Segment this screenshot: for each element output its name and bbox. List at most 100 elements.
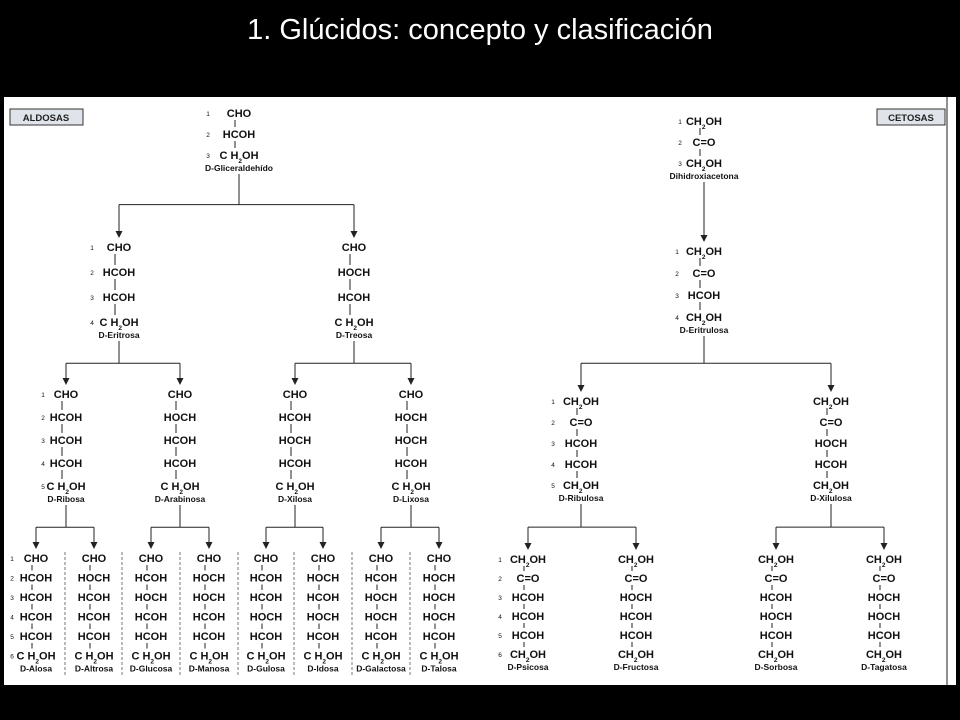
group-eritrulosa-2: C=O <box>693 268 716 280</box>
group-sorbosa-1: CH2OH <box>758 554 794 569</box>
aldosas-label: ALDOSAS <box>9 108 84 126</box>
molecule-name-xilosa: D-Xilosa <box>278 494 312 504</box>
group-xilulosa-2: C=O <box>820 417 843 429</box>
group-galactosa-2: HCOH <box>365 573 397 585</box>
carbon-number: 2 <box>675 271 679 278</box>
group-gulosa-6: C H2OH <box>246 651 285 666</box>
group-xilulosa-5: CH2OH <box>813 480 849 495</box>
molecule-name-fructosa: D-Fructosa <box>614 662 659 672</box>
group-ribosa-1: CHO <box>54 389 79 401</box>
group-sorbosa-3: HCOH <box>760 592 792 604</box>
carbon-number: 4 <box>10 615 14 622</box>
group-ribosa-3: HCOH <box>50 435 82 447</box>
molecule-name-eritrosa: D-Eritrosa <box>98 330 139 340</box>
molecule-name-eritrulosa: D-Eritrulosa <box>680 325 729 335</box>
group-ribulosa-2: C=O <box>570 417 593 429</box>
group-ribosa-5: C H2OH <box>46 481 85 496</box>
group-sorbosa-4: HOCH <box>760 611 792 623</box>
group-altrosa-1: CHO <box>82 553 107 565</box>
group-ribulosa-5: CH2OH <box>563 480 599 495</box>
group-xilosa-2: HCOH <box>279 412 311 424</box>
molecule-name-lixosa: D-Lixosa <box>393 494 429 504</box>
group-eritrosa-1: CHO <box>107 242 132 254</box>
group-tagatosa-3: HOCH <box>868 592 900 604</box>
group-xilosa-5: C H2OH <box>275 481 314 496</box>
group-gulosa-4: HOCH <box>250 612 282 624</box>
carbon-number: 5 <box>41 484 45 491</box>
group-arabinosa-2: HOCH <box>164 412 196 424</box>
group-talosa-5: HCOH <box>423 631 455 643</box>
group-talosa-6: C H2OH <box>419 651 458 666</box>
molecule-name-psicosa: D-Psicosa <box>507 662 548 672</box>
molecule-name-talosa: D-Talosa <box>421 664 457 674</box>
group-psicosa-4: HCOH <box>512 611 544 623</box>
group-fructosa-2: C=O <box>625 573 648 585</box>
group-xilosa-1: CHO <box>283 389 308 401</box>
group-alosa-6: C H2OH <box>16 651 55 666</box>
group-talosa-1: CHO <box>427 553 452 565</box>
tree-connectors <box>32 174 888 550</box>
molecule-name-gulosa: D-Gulosa <box>247 664 285 674</box>
carbon-number: 2 <box>206 132 210 139</box>
group-glucosa-6: C H2OH <box>131 651 170 666</box>
carbon-number: 3 <box>551 441 555 448</box>
group-sorbosa-2: C=O <box>765 573 788 585</box>
slide-title: 1. Glúcidos: concepto y clasificación <box>247 14 713 46</box>
group-alosa-4: HCOH <box>20 612 52 624</box>
carbon-number: 1 <box>678 119 682 126</box>
carbon-number: 5 <box>551 483 555 490</box>
group-gulosa-1: CHO <box>254 553 279 565</box>
group-gliceraldehido-2: HCOH <box>223 129 255 141</box>
group-manosa-1: CHO <box>197 553 222 565</box>
carbon-number: 1 <box>90 245 94 252</box>
molecule-name-xilulosa: D-Xilulosa <box>810 493 852 503</box>
group-xilulosa-3: HOCH <box>815 438 847 450</box>
group-glucosa-3: HOCH <box>135 592 167 604</box>
group-lixosa-2: HOCH <box>395 412 427 424</box>
group-alosa-1: CHO <box>24 553 49 565</box>
molecule-name-glucosa: D-Glucosa <box>130 664 173 674</box>
group-treosa-2: HOCH <box>338 267 370 279</box>
carbon-number: 3 <box>10 595 14 602</box>
carbon-number: 6 <box>498 652 502 659</box>
group-psicosa-5: HCOH <box>512 630 544 642</box>
group-alosa-2: HCOH <box>20 573 52 585</box>
molecule-name-tagatosa: D-Tagatosa <box>861 662 907 672</box>
group-gliceraldehido-3: C H2OH <box>219 150 258 165</box>
group-tagatosa-6: CH2OH <box>866 649 902 664</box>
group-eritrulosa-3: HCOH <box>688 290 720 302</box>
group-tagatosa-4: HOCH <box>868 611 900 623</box>
carbon-number: 1 <box>551 399 555 406</box>
carbon-number: 4 <box>41 461 45 468</box>
carbon-number: 2 <box>41 415 45 422</box>
group-manosa-5: HCOH <box>193 631 225 643</box>
carbon-number: 6 <box>10 654 14 661</box>
carbon-number: 5 <box>10 634 14 641</box>
carbon-number: 4 <box>90 320 94 327</box>
group-dihidroxiacetona-3: CH2OH <box>686 158 722 173</box>
carbon-number: 1 <box>10 556 14 563</box>
molecule-name-ribosa: D-Ribosa <box>47 494 85 504</box>
group-xilulosa-1: CH2OH <box>813 396 849 411</box>
group-glucosa-4: HCOH <box>135 612 167 624</box>
group-galactosa-5: HCOH <box>365 631 397 643</box>
group-lixosa-1: CHO <box>399 389 424 401</box>
molecule-name-treosa: D-Treosa <box>336 330 373 340</box>
carbon-number: 2 <box>90 270 94 277</box>
